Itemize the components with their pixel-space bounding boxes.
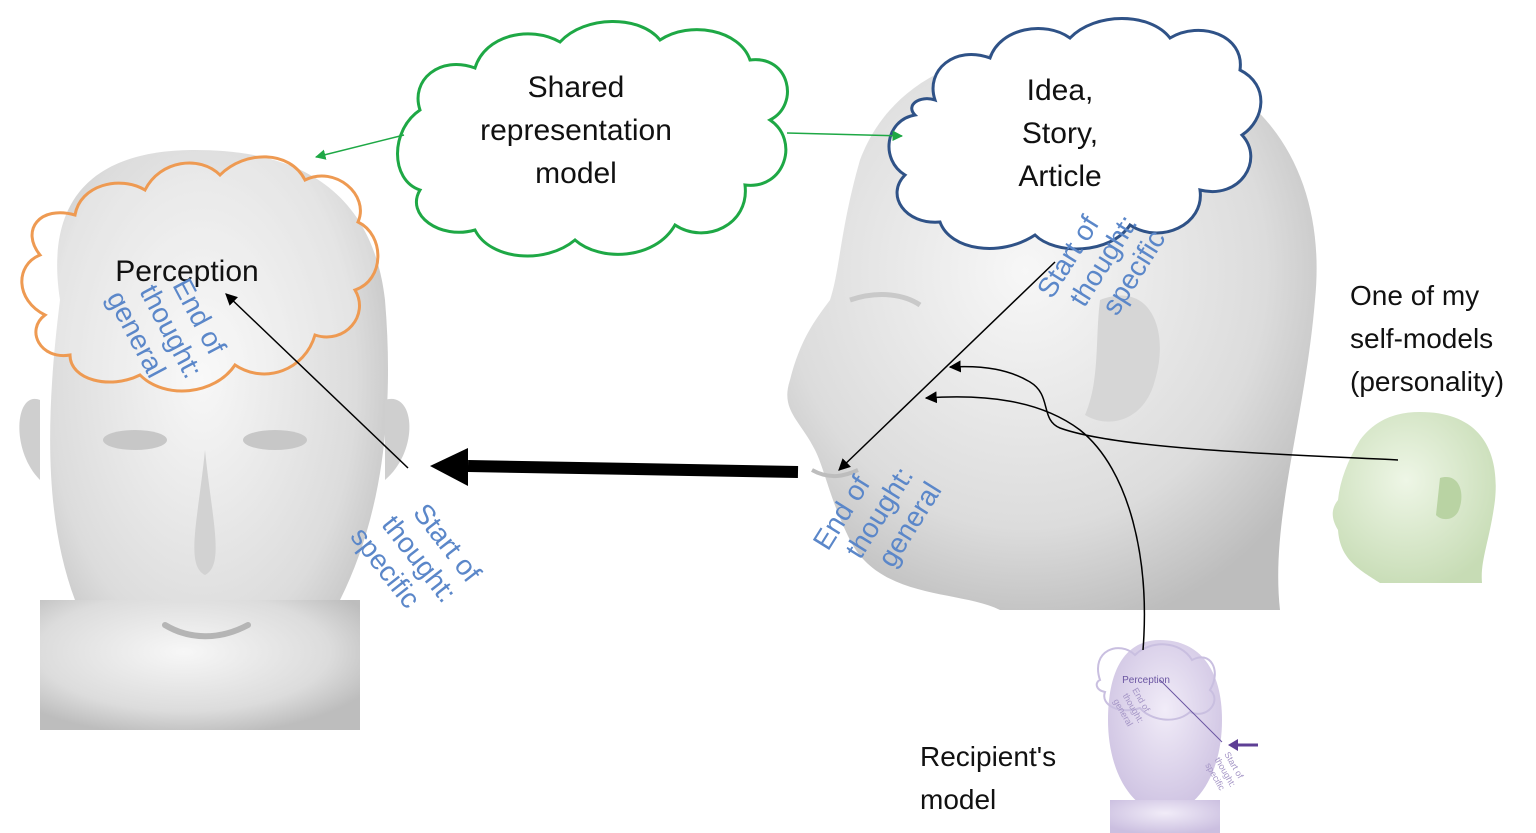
shared-cloud-line1: Shared bbox=[528, 71, 625, 104]
idea-cloud-line1: Idea, bbox=[1027, 74, 1094, 107]
shared-cloud-line3: model bbox=[535, 157, 617, 190]
shared-cloud-line2: representation bbox=[480, 114, 672, 147]
idea-cloud-line2: Story, bbox=[1022, 117, 1098, 150]
idea-story-article-cloud bbox=[887, 17, 1263, 251]
recipient-model-line1: Recipient's bbox=[920, 741, 1056, 772]
recipient-head-icon: Perception End of thought: general Start… bbox=[1095, 640, 1258, 833]
left-head-illustration bbox=[19, 150, 410, 730]
self-model-head-icon bbox=[1332, 412, 1496, 583]
mini-perception-label: Perception bbox=[1122, 675, 1170, 686]
perception-cloud bbox=[20, 155, 380, 393]
self-model-line3: (personality) bbox=[1350, 366, 1504, 397]
self-model-line1: One of my bbox=[1350, 280, 1479, 311]
idea-cloud-line3: Article bbox=[1018, 160, 1101, 193]
shared-representation-cloud bbox=[396, 20, 789, 258]
recipient-model-line2: model bbox=[920, 784, 996, 815]
perception-label: Perception bbox=[115, 255, 258, 288]
self-model-line2: self-models bbox=[1350, 323, 1493, 354]
